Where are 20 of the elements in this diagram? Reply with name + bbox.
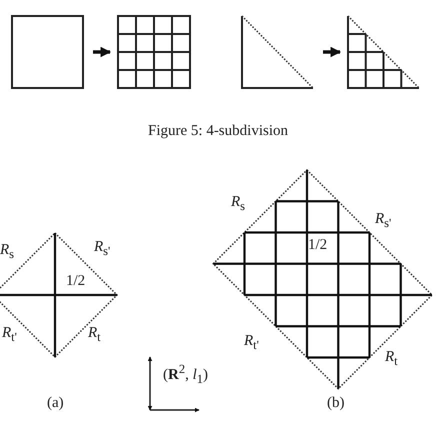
length-label: 1/2 (66, 274, 86, 289)
panel-label: (a) (47, 396, 64, 411)
grid-square-drawing (118, 16, 190, 88)
region-label: R$_{s}$ (0, 243, 14, 260)
panel-label: (b) (327, 396, 344, 411)
arrow (93, 46, 112, 58)
triangle-drawing (242, 16, 313, 88)
length-label: 1/2 (308, 238, 328, 253)
region-label: R$_{t}$ (88, 326, 101, 344)
grid-triangle-drawing (348, 16, 419, 88)
region-label: R$_{s'}$ (94, 240, 110, 258)
region-label: R$_{s}$ (231, 195, 246, 212)
figure-caption: Figure 5: 4-subdivision (146, 123, 289, 140)
region-label: R$_{t}$ (385, 350, 398, 368)
region-label: R$_{s'}$ (375, 212, 392, 230)
square-drawing (12, 16, 83, 88)
region-label: R$_{t'}$ (2, 326, 17, 344)
space-label: (R$^{2}$, l$_{1}$) (163, 363, 208, 386)
region-label: R$_{t'}$ (244, 334, 259, 352)
arrow (323, 46, 342, 58)
